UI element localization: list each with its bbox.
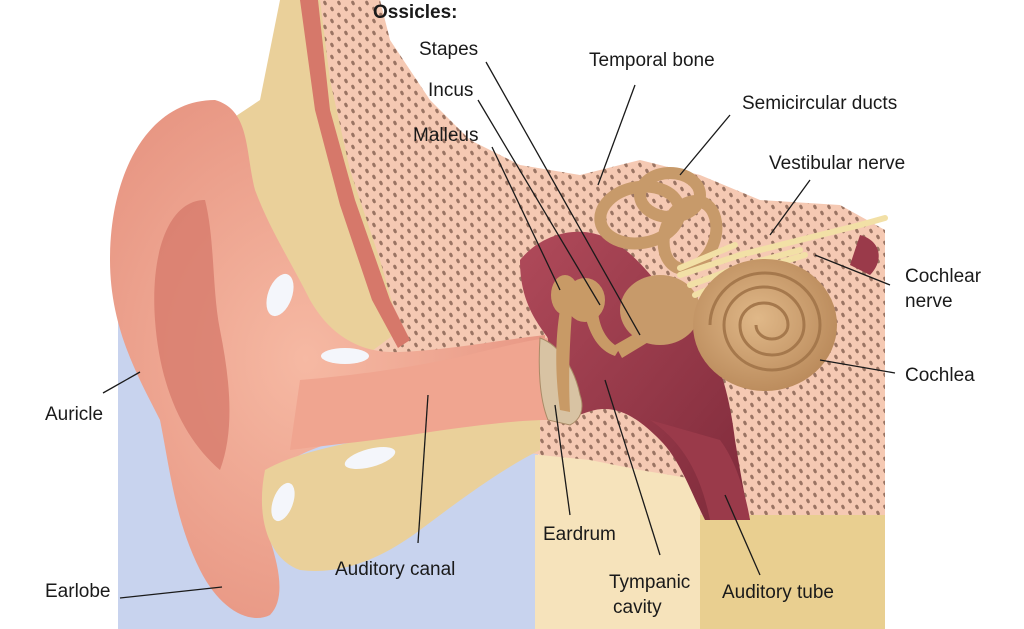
ossicles-heading: Ossicles: [373,2,458,23]
label-incus: Incus [428,80,473,101]
incus-shape [565,278,605,322]
cartilage-upper [205,0,400,360]
label-tympanic-cavity-2: cavity [613,597,662,618]
leader-lines [102,61,896,599]
lower-block-dark [700,512,885,629]
label-tympanic-cavity-1: Tympanic [609,572,690,593]
highlight-1 [266,273,294,317]
label-cochlear-nerve-2: nerve [905,291,953,312]
vessel [300,0,410,348]
label-cochlear-nerve-1: Cochlear [905,266,982,287]
cochlea-shape [693,235,879,391]
cartilage-lower [261,418,540,571]
highlight-3 [344,447,396,469]
highlight-2 [321,348,369,364]
auditory-canal-shape [290,338,548,450]
label-eardrum: Eardrum [543,524,616,545]
malleus-handle [556,310,572,412]
label-auditory-canal: Auditory canal [335,559,455,580]
label-earlobe: Earlobe [45,581,111,602]
label-temporal-bone: Temporal bone [589,50,715,71]
label-vestibular-nerve: Vestibular nerve [769,153,905,174]
highlight-4 [271,482,295,522]
label-stapes: Stapes [419,39,478,60]
label-auditory-tube: Auditory tube [722,582,834,603]
auricle-fold [154,200,230,470]
label-malleus: Malleus [413,125,478,146]
lower-block-light [535,455,705,629]
label-semicircular-ducts: Semicircular ducts [742,93,897,114]
label-auricle: Auricle [45,404,103,425]
label-cochlea: Cochlea [905,365,975,386]
incus-process [585,312,620,356]
vestibule-shape [620,275,700,345]
